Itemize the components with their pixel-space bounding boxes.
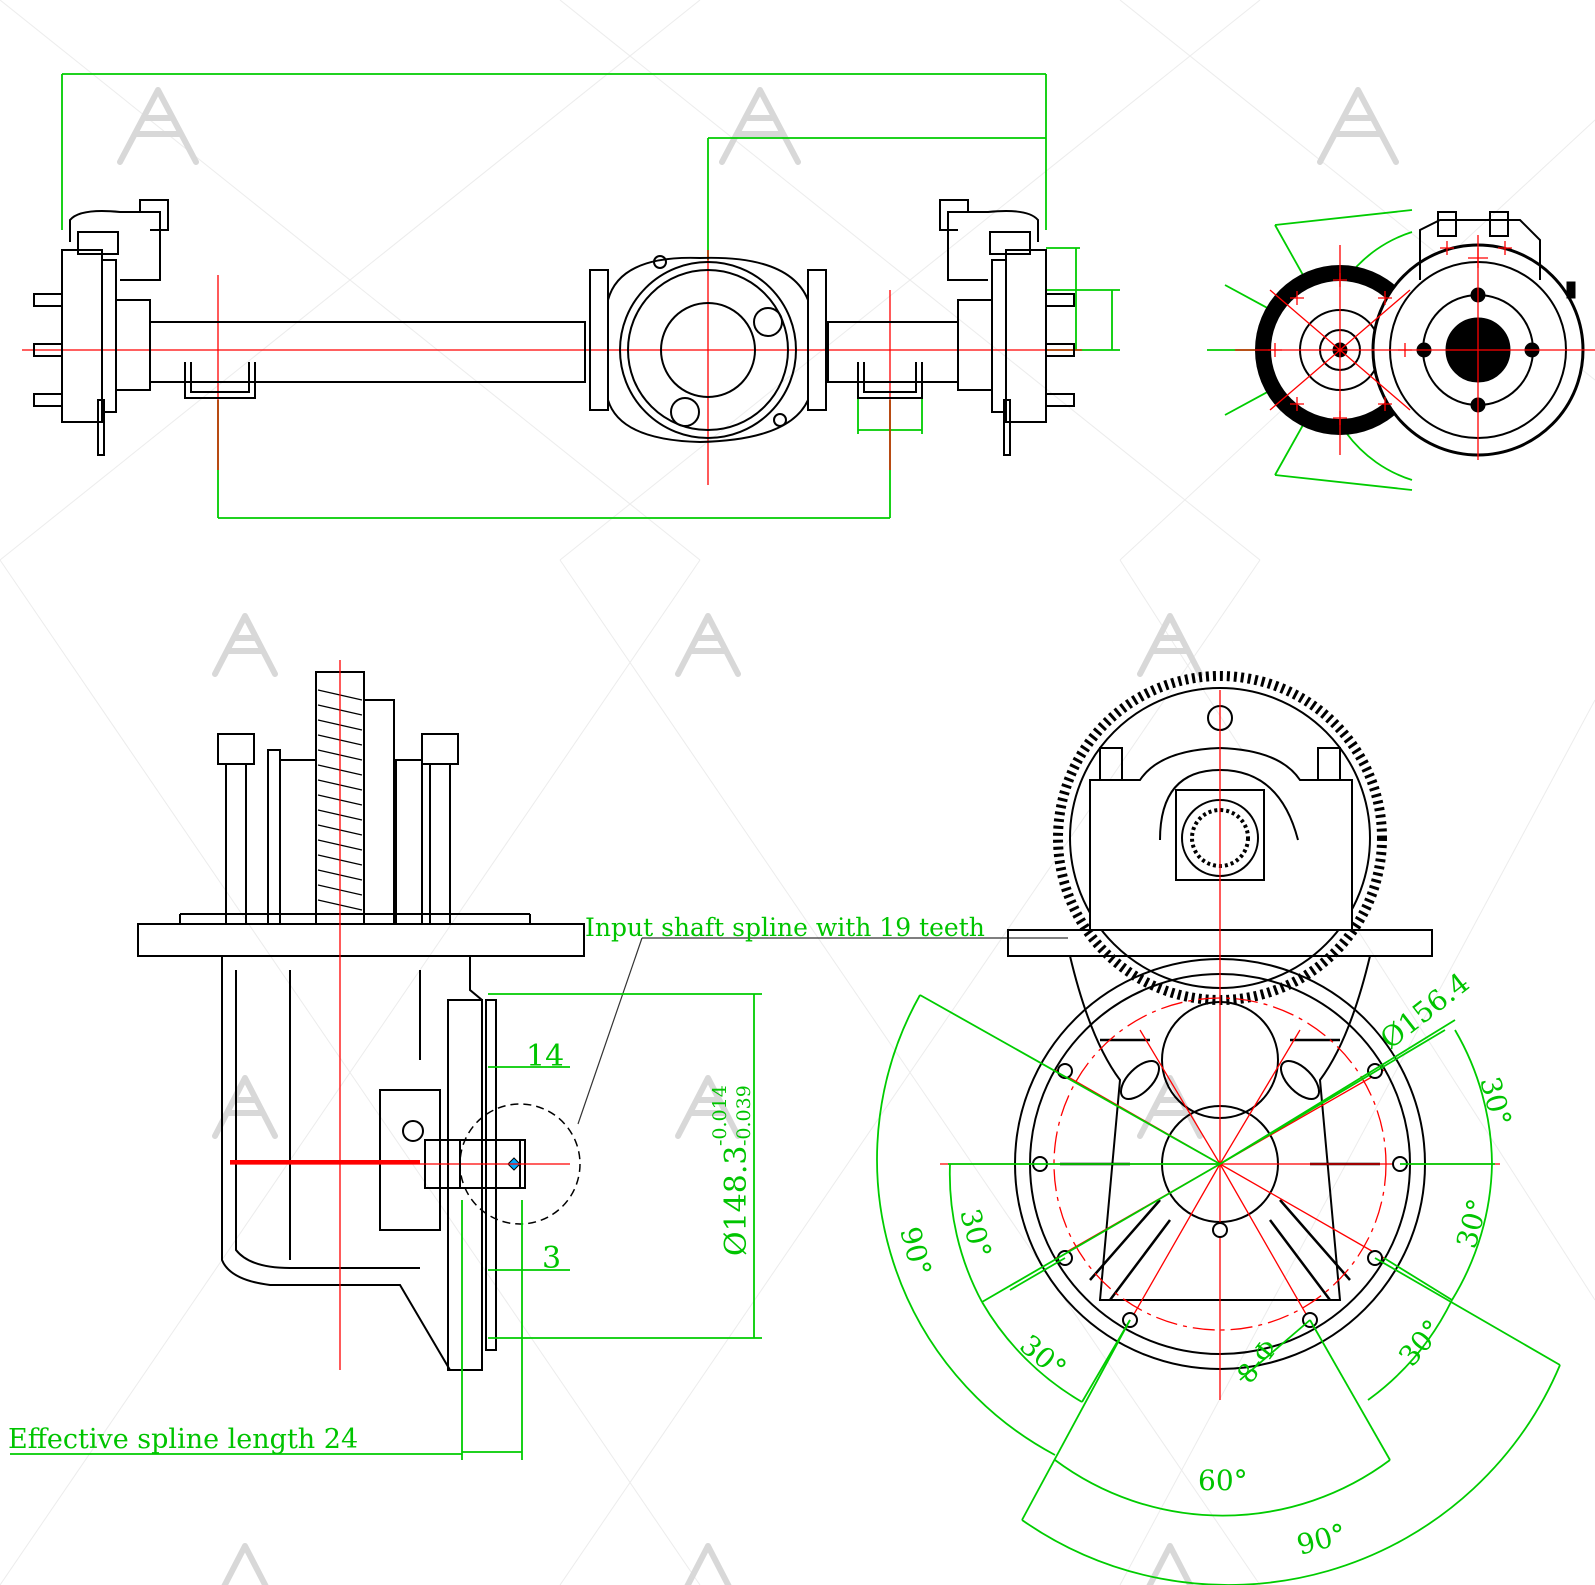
axle-dimensions [61,73,1120,519]
watermark-logo-icon [1317,87,1399,165]
input-spline-label: Input shaft spline with 19 teeth [585,913,985,942]
dimension-14: 14 [526,1039,564,1074]
axle-end-view [1207,209,1595,491]
angle-90-left: 90° [893,1223,938,1279]
gearbox-side-view: Input shaft spline with 19 teeth 14 3 Ø1… [8,660,1068,1460]
angle-30-left-mid: 30° [953,1205,998,1261]
effective-length-label: Effective spline length 24 [8,1424,358,1455]
watermark-logo-icon [1146,1543,1194,1585]
tolerance-lower: -0.039 [733,1085,755,1146]
watermark-logo-icon [675,1075,741,1139]
angle-60-bottom: 60° [1198,1464,1248,1497]
angle-30-right-mid: 30° [1450,1195,1495,1251]
watermark-logo-icon [719,87,801,165]
dimension-3: 3 [542,1241,561,1276]
watermark-logo-icon [212,613,278,677]
axle-front-view [22,73,1120,519]
watermark-logo-icon [221,1543,269,1585]
diameter-dimension: Ø148.3 [719,1146,754,1256]
angle-30-left-low: 30° [1014,1328,1073,1385]
tolerance-upper: -0.014 [709,1085,731,1146]
watermark-logo-icon [117,87,199,165]
angle-90-bottom: 90° [1293,1517,1349,1562]
gearbox-front-view: Ø156.4 8-Φ 30° 30° 30° 30° 30° 90° 60° 9… [876,671,1561,1585]
watermark-logo-icon [212,1075,278,1139]
holes-dimension: 8-Φ [1232,1334,1284,1389]
watermark-layer [117,87,1399,1585]
watermark-logo-icon [684,1543,732,1585]
watermark-logo-icon [675,613,741,677]
watermark-logo-icon [1137,613,1203,677]
